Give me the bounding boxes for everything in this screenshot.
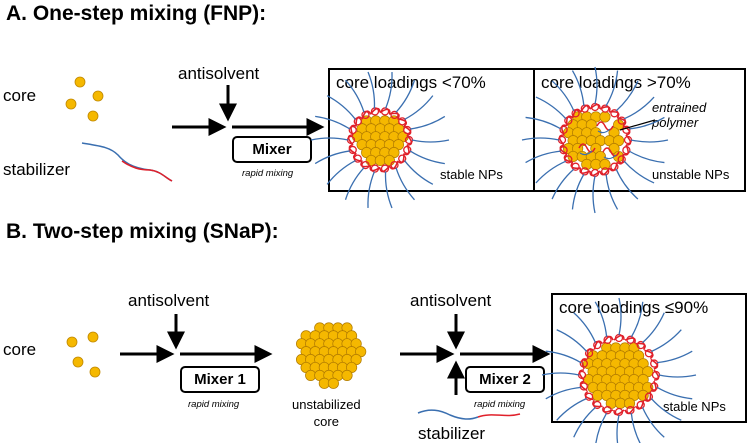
stabilizer-label-a: stabilizer bbox=[3, 160, 71, 179]
stabilizer-polymer-a bbox=[81, 142, 173, 182]
mixer-2-caption: rapid mixing bbox=[474, 399, 526, 410]
unstabilized-core-cluster bbox=[295, 322, 367, 389]
section-b-title: B. Two-step mixing (SNaP): bbox=[6, 220, 279, 243]
annotation-pointer bbox=[619, 119, 656, 131]
nanoparticle-stable-b bbox=[541, 297, 697, 443]
mixer-2: Mixer 2 bbox=[465, 366, 545, 393]
mixer-1: Mixer 1 bbox=[180, 366, 260, 393]
nanoparticle-stable-a bbox=[310, 71, 450, 209]
core-label-b: core bbox=[3, 340, 37, 359]
mixer-a: Mixer bbox=[232, 136, 312, 163]
section-a-title: A. One-step mixing (FNP): bbox=[6, 2, 267, 25]
panel-a-left-title: core loadings <70% bbox=[336, 73, 486, 92]
antisolvent1-label: antisolvent bbox=[128, 291, 210, 310]
mixer-2-label: Mixer 2 bbox=[479, 371, 531, 388]
mixer-1-label: Mixer 1 bbox=[194, 371, 246, 388]
nanoparticle-unstable-a bbox=[521, 66, 669, 214]
panel-a-right bbox=[533, 68, 746, 192]
mixer-1-caption: rapid mixing bbox=[188, 399, 240, 410]
unstabilized-core-label: unstabilized core bbox=[292, 397, 361, 429]
panel-a-left-caption: stable NPs bbox=[440, 167, 503, 182]
mixer-a-caption: rapid mixing bbox=[242, 168, 294, 179]
mixer-a-label: Mixer bbox=[252, 141, 292, 158]
panel-b bbox=[551, 293, 747, 423]
entrained-polymer-annotation: entrained polymer bbox=[652, 100, 707, 130]
stabilizer-polymer-b bbox=[417, 409, 479, 420]
stabilizer-label-b: stabilizer bbox=[418, 424, 486, 443]
antisolvent2-label: antisolvent bbox=[410, 291, 492, 310]
panel-a-right-caption: unstable NPs bbox=[652, 167, 730, 182]
core-particles-b bbox=[66, 331, 101, 378]
antisolvent-label-a: antisolvent bbox=[178, 64, 260, 83]
panel-b-caption: stable NPs bbox=[663, 399, 726, 414]
core-label-a: core bbox=[3, 86, 37, 105]
core-particles-a bbox=[65, 76, 104, 122]
